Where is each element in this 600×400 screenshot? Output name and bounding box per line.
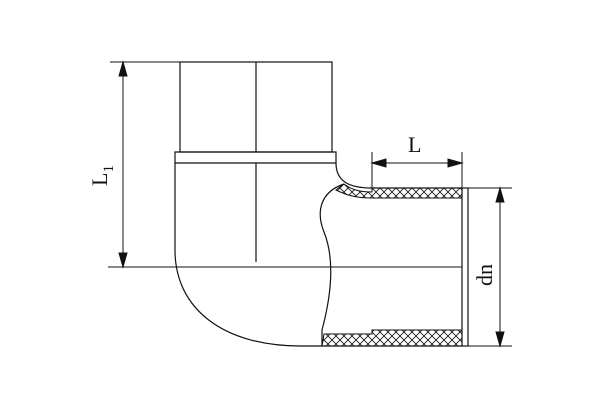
dim-L <box>370 152 464 188</box>
hatched-wall-top <box>335 183 463 199</box>
elbow-outline <box>174 61 469 347</box>
dim-L-arrow-left <box>370 158 387 168</box>
hatched-wall-bottom <box>321 329 463 347</box>
neck-curve <box>335 162 373 189</box>
dim-L1-arrow-bottom <box>118 252 128 269</box>
body-outer-bend <box>174 163 322 347</box>
dim-L1 <box>110 60 180 269</box>
dim-L-arrow-right <box>447 158 464 168</box>
dim-L1-label: L1 <box>87 165 117 186</box>
dim-dn-arrow-top <box>495 186 505 203</box>
dim-dn-arrow-bottom <box>495 331 505 348</box>
dim-L1-arrow-top <box>118 60 128 77</box>
cut-section-edge <box>319 183 345 346</box>
dim-dn-label: dn <box>472 264 497 286</box>
collar <box>174 151 337 164</box>
dim-L-label: L <box>408 132 421 157</box>
dim-dn <box>468 186 512 348</box>
end-flange <box>461 187 469 347</box>
